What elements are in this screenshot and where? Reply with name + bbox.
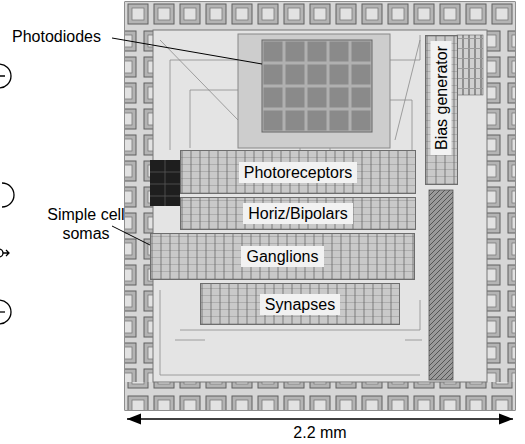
callout-label: Simple cell somas bbox=[40, 205, 132, 243]
leader-line bbox=[112, 226, 152, 246]
cropped-symbols bbox=[0, 64, 14, 324]
circuit-block: Ganglions bbox=[150, 233, 415, 280]
circuit-block: Photoreceptors bbox=[180, 150, 416, 194]
circuit-block: Synapses bbox=[200, 283, 400, 325]
block-label: Synapses bbox=[260, 294, 340, 315]
dimension-label: 2.2 mm bbox=[293, 423, 346, 442]
routing-wires bbox=[160, 35, 422, 375]
chip-die bbox=[125, 2, 515, 410]
block-label: Bias generator bbox=[431, 41, 452, 155]
block-label: Ganglions bbox=[241, 246, 323, 267]
callout-label: Photodiodes bbox=[12, 27, 101, 46]
bias-circuit bbox=[429, 190, 453, 380]
circuit-block: Horiz/Bipolars bbox=[180, 197, 416, 230]
photodiode-frame bbox=[238, 34, 390, 148]
pad-ring bbox=[487, 30, 515, 382]
photodiode-array bbox=[262, 40, 372, 132]
pad-ring bbox=[125, 2, 515, 30]
chip-core bbox=[153, 30, 487, 382]
block-label: Photoreceptors bbox=[239, 162, 358, 183]
bias-circuit bbox=[457, 35, 483, 95]
pad-ring bbox=[125, 30, 153, 382]
block-label: Horiz/Bipolars bbox=[243, 203, 353, 224]
pad-ring bbox=[125, 382, 515, 410]
leader-line bbox=[112, 38, 262, 64]
dimension-arrow bbox=[127, 418, 513, 420]
capacitor-blocks bbox=[150, 160, 180, 206]
circuit-block: Bias generator bbox=[425, 35, 458, 185]
